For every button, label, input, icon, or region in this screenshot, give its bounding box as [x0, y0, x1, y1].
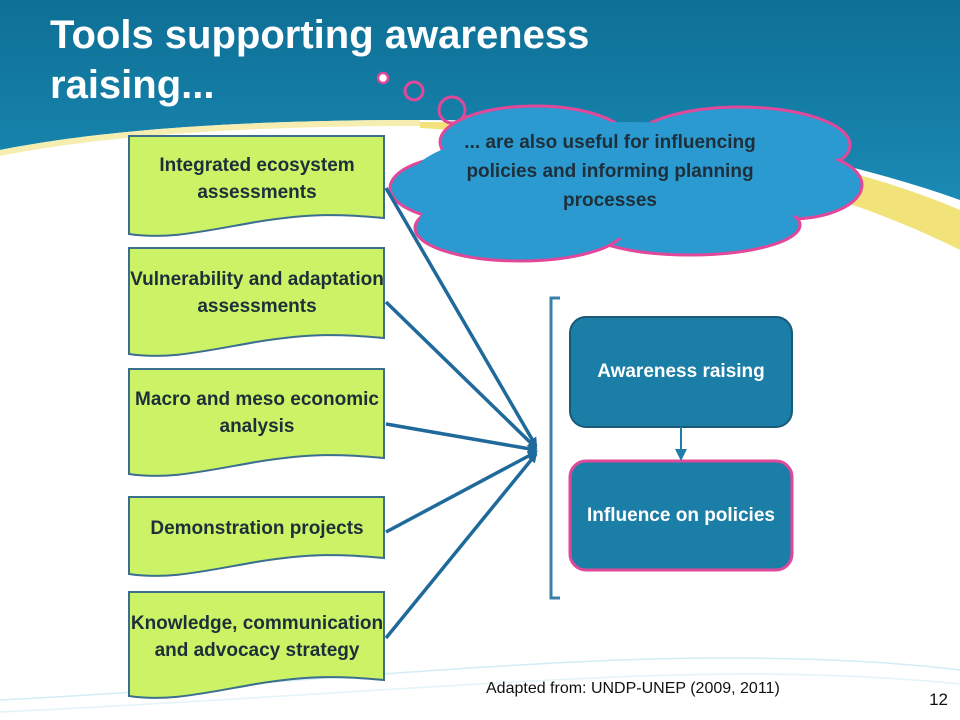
arrow-from-tool-5	[384, 452, 538, 640]
source-note: Adapted from: UNDP-UNEP (2009, 2011)	[486, 680, 780, 697]
doc-shape-5	[128, 591, 385, 699]
page-number: 12	[929, 690, 948, 709]
cloud-callout-text: ... are also useful for influencing poli…	[464, 132, 756, 211]
header-band	[0, 0, 960, 200]
tool-vulnerability-adaptation-assessments: Vulnerability and adaptation assessments	[130, 269, 384, 317]
cloud-callout-shape	[388, 104, 864, 263]
outcome-box-influence	[568, 459, 794, 572]
doc-shape-1	[128, 135, 385, 237]
doc-shape-2	[128, 247, 385, 357]
arrow-from-tool-2	[384, 300, 538, 450]
outcome-influence-on-policies-label: Influence on policies	[587, 504, 775, 526]
doc-shape-3	[128, 368, 385, 477]
arrow-from-tool-1	[384, 187, 538, 448]
doc-shape-4	[128, 496, 385, 577]
thought-bubble-medium	[403, 80, 425, 102]
tool-knowledge-communication-advocacy: Knowledge, communication and advocacy st…	[130, 613, 384, 661]
outcome-awareness-raising-label: Awareness raising	[597, 361, 765, 382]
slide-title: Tools supporting awareness raising...	[50, 13, 590, 107]
arrow-from-tool-3	[385, 422, 538, 454]
outcome-bracket	[549, 296, 560, 600]
arrow-from-tool-4	[385, 450, 538, 534]
thought-bubble-small	[376, 71, 390, 85]
tool-macro-meso-economic-analysis: Macro and meso economic analysis	[135, 389, 379, 437]
tool-integrated-ecosystem-assessments: Integrated ecosystem assessments	[159, 155, 355, 203]
tool-demonstration-projects: Demonstration projects	[150, 517, 364, 539]
